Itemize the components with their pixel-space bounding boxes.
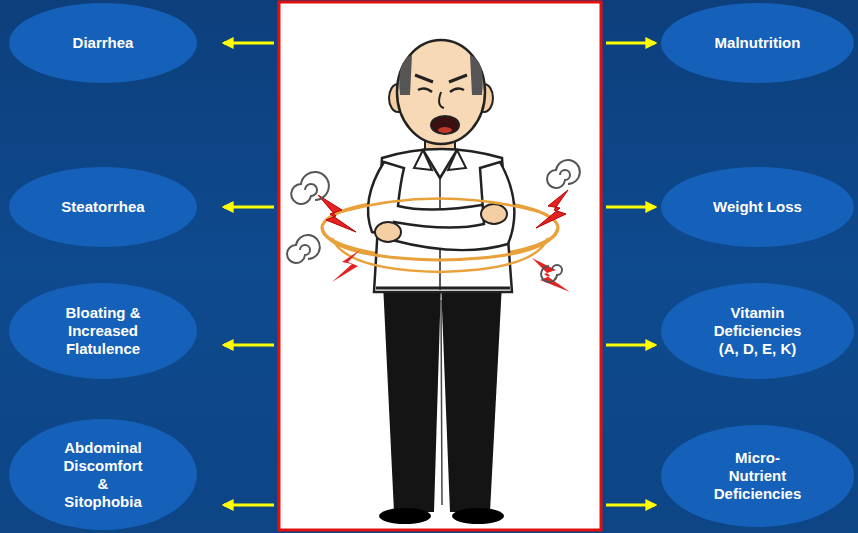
symptom-ellipse: Diarrhea bbox=[8, 2, 198, 84]
symptom-label: Malnutrition bbox=[715, 34, 801, 52]
symptom-label: Weight Loss bbox=[713, 198, 802, 216]
text-holder: Malnutrition bbox=[715, 34, 801, 52]
text-holder: Weight Loss bbox=[713, 198, 802, 216]
symptom-ellipse: Abdominal Discomfort & Sitophobia bbox=[8, 418, 198, 531]
text-holder: Vitamin Deficiencies (A, D, E, K) bbox=[710, 304, 805, 358]
text-holder: Diarrhea bbox=[73, 34, 134, 52]
symptom-ellipse: Bloating & Increased Flatulence bbox=[8, 282, 198, 380]
text-holder: Micro- Nutrient Deficiencies bbox=[710, 449, 805, 503]
symptom-label: Abdominal Discomfort & Sitophobia bbox=[59, 439, 147, 511]
picture-frame bbox=[279, 2, 601, 530]
symptom-ellipse: Steatorrhea bbox=[8, 166, 198, 248]
symptom-ellipse: Weight Loss bbox=[660, 166, 855, 248]
symptom-ellipse: Malnutrition bbox=[660, 2, 855, 84]
symptom-ellipse: Micro- Nutrient Deficiencies bbox=[660, 424, 855, 528]
symptom-label: Diarrhea bbox=[73, 34, 134, 52]
text-holder: Steatorrhea bbox=[61, 198, 144, 216]
symptom-label: Steatorrhea bbox=[61, 198, 144, 216]
symptom-label: Vitamin Deficiencies (A, D, E, K) bbox=[710, 304, 805, 358]
symptom-label: Micro- Nutrient Deficiencies bbox=[710, 449, 805, 503]
text-holder: Abdominal Discomfort & Sitophobia bbox=[59, 439, 147, 511]
symptom-ellipse: Vitamin Deficiencies (A, D, E, K) bbox=[660, 282, 855, 380]
man-illustration bbox=[287, 40, 580, 524]
symptom-label: Bloating & Increased Flatulence bbox=[56, 304, 151, 358]
text-holder: Bloating & Increased Flatulence bbox=[56, 304, 151, 358]
